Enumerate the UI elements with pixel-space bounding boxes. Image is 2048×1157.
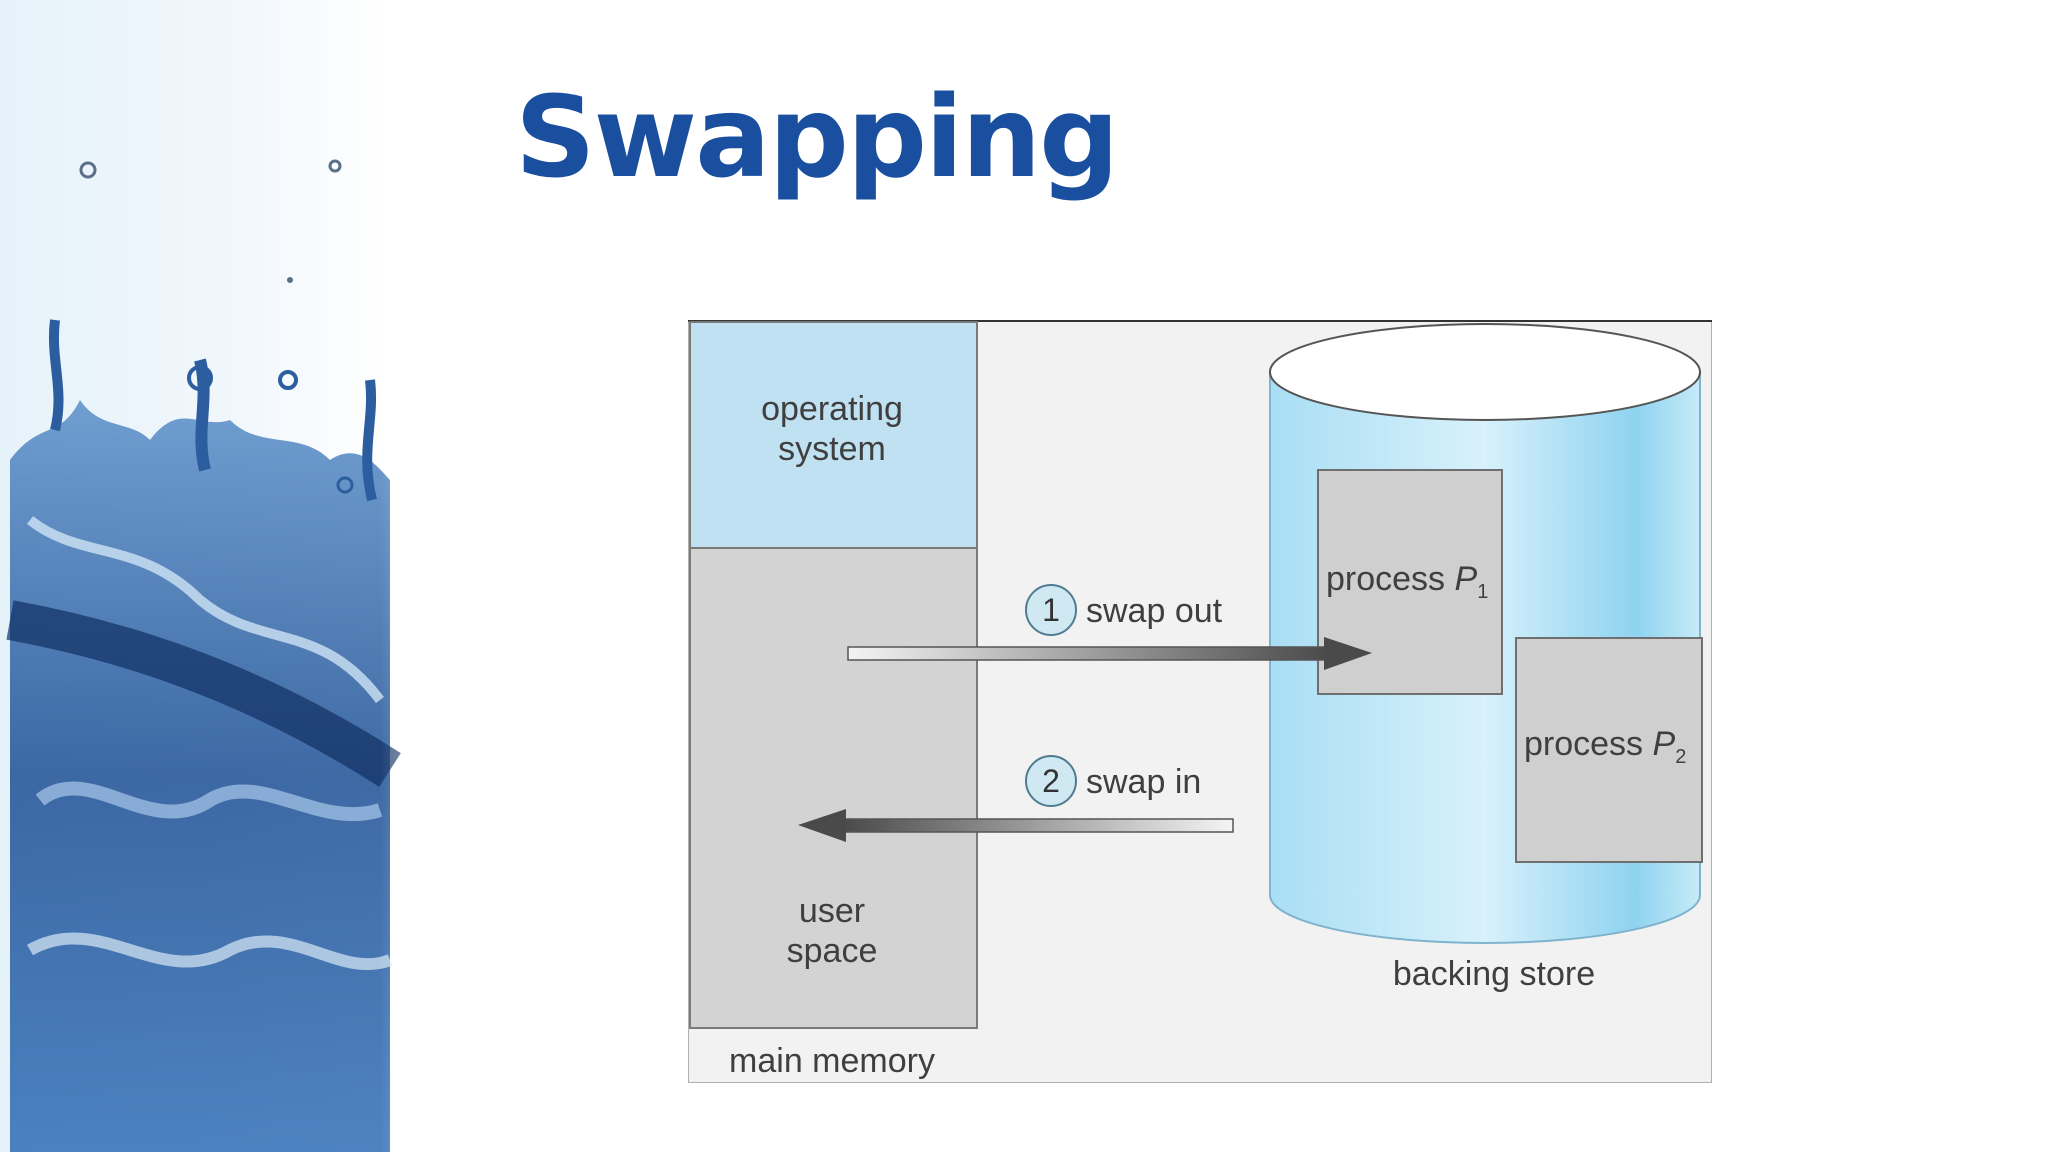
operating-system-region	[689, 321, 978, 549]
step-2-number: 2	[1042, 763, 1060, 799]
backing-store-label: backing store	[1393, 955, 1595, 993]
user-space-label-line1: user	[799, 892, 865, 930]
process-p2-box	[1515, 637, 1703, 863]
main-memory-label: main memory	[729, 1042, 935, 1080]
step-1-marker	[1025, 584, 1077, 636]
slide-title: Swapping	[515, 73, 1119, 203]
swapping-diagram: operating system user space main memory …	[688, 320, 1712, 1083]
os-label-line2: system	[778, 430, 886, 468]
swap-out-label: swap out	[1086, 592, 1223, 630]
swap-in-arrow	[798, 809, 1234, 842]
swap-out-arrow	[847, 637, 1372, 670]
user-space-label-line2: space	[787, 932, 878, 970]
process-p1-label: process P1	[1326, 560, 1488, 603]
process-p2-label: process P2	[1524, 725, 1686, 768]
swap-in-label: swap in	[1086, 763, 1201, 801]
os-label-line1: operating	[761, 390, 903, 428]
step-2-marker	[1025, 755, 1077, 807]
step-1-number: 1	[1042, 592, 1060, 628]
water-splash-image	[0, 0, 520, 1152]
user-space-region	[689, 547, 978, 1029]
